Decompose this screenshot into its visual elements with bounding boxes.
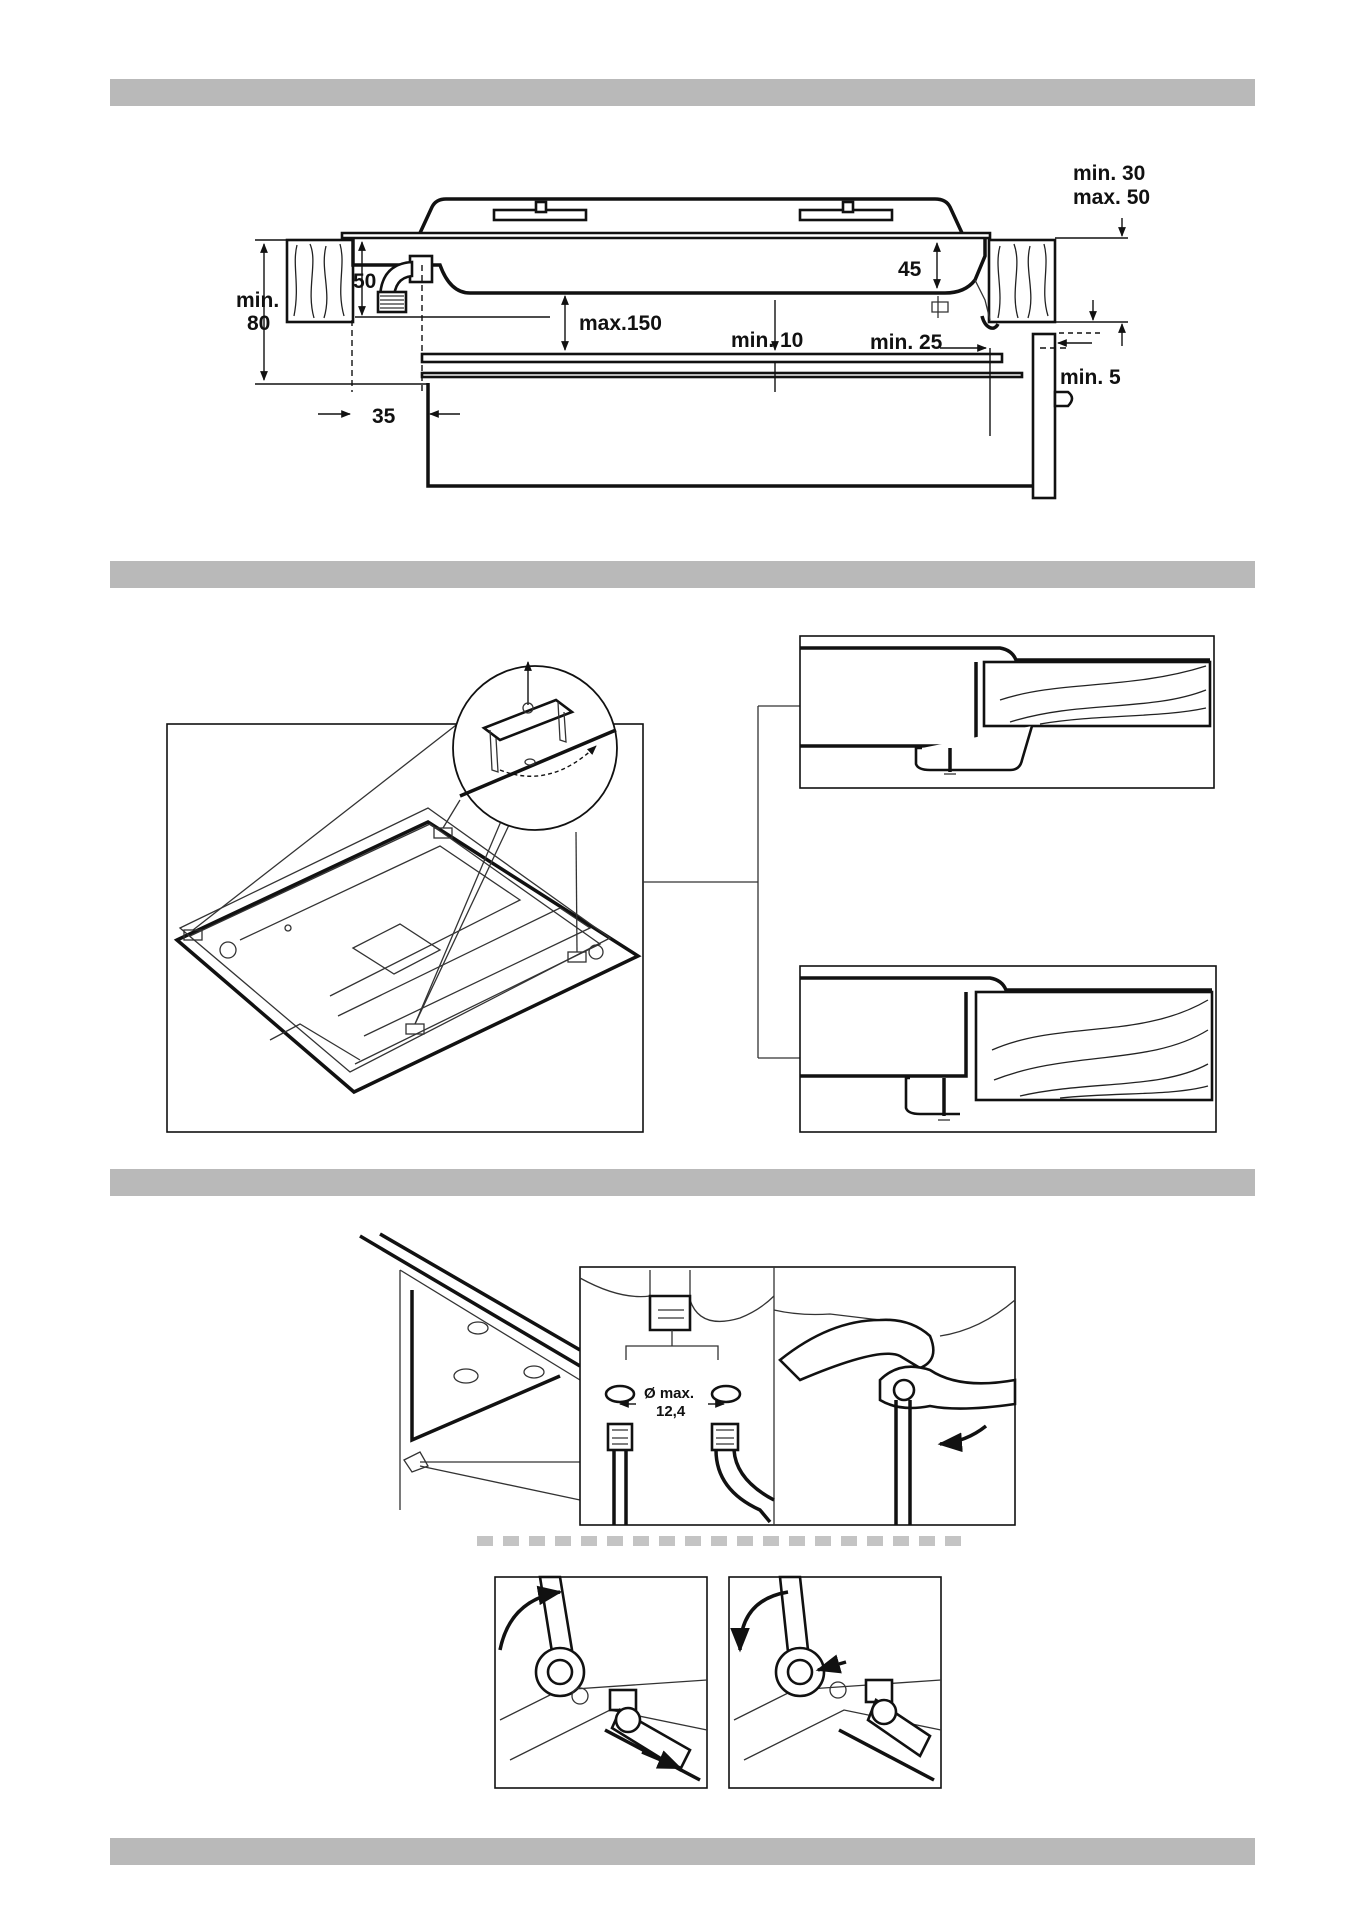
gas-connection-diagram: Ø max. 12,4	[360, 1234, 1015, 1788]
label-min-25: min. 25	[870, 331, 943, 354]
left-worktop-wood	[287, 240, 353, 322]
label-max-50: max. 50	[1073, 186, 1150, 209]
label-35: 35	[372, 405, 396, 428]
label-max-150: max.150	[579, 312, 662, 335]
hob-cross-section-diagram: min. 30 max. 50 min. 80 50 45 max.150 mi…	[236, 162, 1150, 498]
clamp-detail-thick-worktop	[800, 966, 1216, 1132]
diameter-label: Ø max.	[644, 1385, 694, 1402]
label-min: min.	[236, 289, 279, 312]
label-80: 80	[247, 312, 270, 335]
diameter-value: 12,4	[656, 1403, 686, 1420]
hob-corner-view	[360, 1234, 580, 1510]
dashed-separator	[477, 1536, 961, 1546]
label-min-10: min. 10	[731, 329, 803, 352]
label-min-30: min. 30	[1073, 162, 1145, 185]
wrench-step-right	[729, 1577, 941, 1788]
right-worktop-wood	[989, 240, 1055, 322]
clamp-detail-thin-worktop	[800, 636, 1214, 788]
wrench-step-left	[495, 1577, 707, 1788]
label-min-5: min. 5	[1060, 366, 1121, 389]
clamp-fixing-diagram	[167, 636, 1216, 1132]
label-45: 45	[898, 258, 922, 281]
magnified-clamp-detail	[453, 662, 617, 830]
fitting-detail-panel: Ø max. 12,4	[580, 1267, 1015, 1525]
label-50: 50	[353, 270, 376, 293]
lower-cabinet	[422, 334, 1072, 498]
